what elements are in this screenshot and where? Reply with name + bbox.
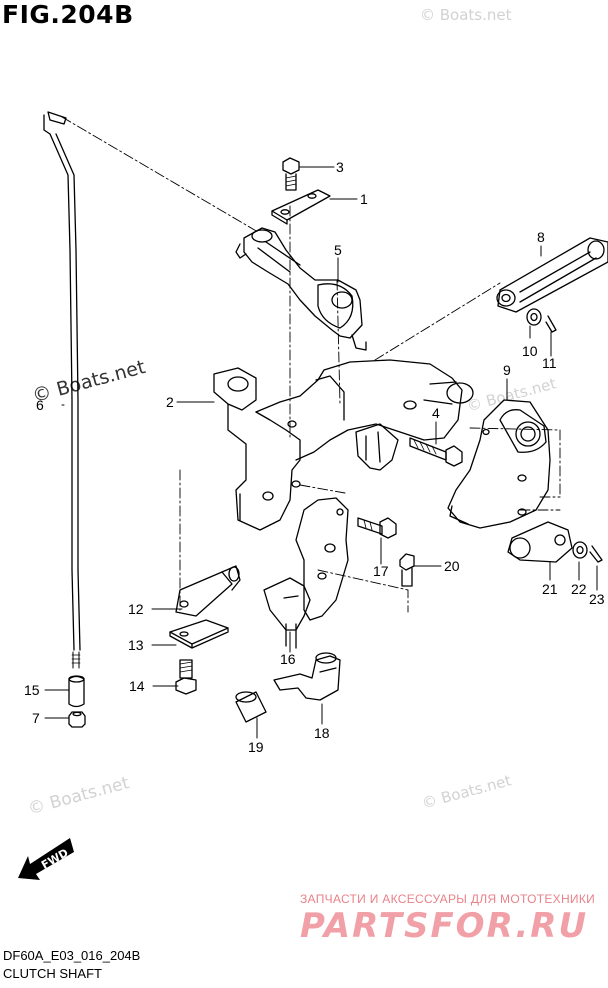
brand-logo: PARTSFOR.RU: [300, 906, 589, 946]
part-18-clevis: [273, 652, 341, 701]
part-20-bolt: [399, 553, 415, 587]
callout-1: 1: [360, 191, 368, 207]
callout-10: 10: [522, 343, 538, 359]
callout-17: 17: [373, 563, 389, 579]
part-11-clip: [545, 315, 557, 333]
part-16-bracket: [263, 497, 349, 649]
callout-23: 23: [589, 591, 605, 607]
watermark-top: © Boats.net: [420, 6, 512, 24]
callout-22: 22: [571, 581, 587, 597]
callout-3: 3: [336, 159, 344, 175]
part-clutch-rod: [43, 111, 81, 669]
part-23-clip: [589, 545, 603, 563]
brand-tagline: ЗАПЧАСТИ И АКСЕССУАРЫ ДЛЯ МОТОТЕХНИКИ: [300, 892, 596, 906]
callout-4: 4: [432, 405, 440, 421]
fwd-arrow-icon: [18, 838, 74, 880]
callout-20: 20: [444, 558, 460, 574]
part-5-shift-link: [235, 227, 367, 351]
part-7-nut: [68, 711, 86, 728]
part-4-bolt: [409, 437, 463, 467]
part-1-plate: [271, 189, 331, 225]
part-22-washer: [572, 541, 588, 559]
callout-18: 18: [314, 725, 330, 741]
part-15-sleeve: [68, 675, 85, 708]
part-14-bolt: [175, 659, 197, 695]
callout-6: 6: [36, 397, 44, 413]
callout-12: 12: [128, 601, 144, 617]
callout-15: 15: [24, 682, 40, 698]
figure-name: CLUTCH SHAFT: [3, 966, 102, 981]
part-12-link: [175, 565, 241, 617]
figure-code: DF60A_E03_016_204B: [3, 948, 141, 963]
callout-16: 16: [280, 651, 296, 667]
part-3-bolt: [282, 157, 300, 191]
callout-11: 11: [542, 355, 557, 371]
callout-14: 14: [129, 678, 145, 694]
part-21-clevis: [507, 521, 573, 563]
part-19-collar: [235, 691, 267, 723]
callout-2: 2: [166, 394, 174, 410]
callout-13: 13: [128, 637, 144, 653]
callout-21: 21: [542, 581, 558, 597]
part-8-link-arm: [496, 237, 608, 313]
part-9-plate: [447, 399, 551, 529]
callout-7: 7: [32, 710, 40, 726]
callout-19: 19: [248, 739, 264, 755]
part-2-bracket: [213, 359, 474, 531]
leader-lines: [44, 166, 598, 739]
part-13-plate: [169, 619, 229, 649]
reference-lines: [61, 116, 561, 613]
figure-title: FIG.204B: [2, 0, 134, 29]
part-10-washer: [526, 308, 542, 326]
callout-5: 5: [334, 242, 342, 258]
callout-9: 9: [503, 362, 511, 378]
part-17-bolt: [357, 517, 397, 539]
callout-8: 8: [537, 229, 545, 245]
